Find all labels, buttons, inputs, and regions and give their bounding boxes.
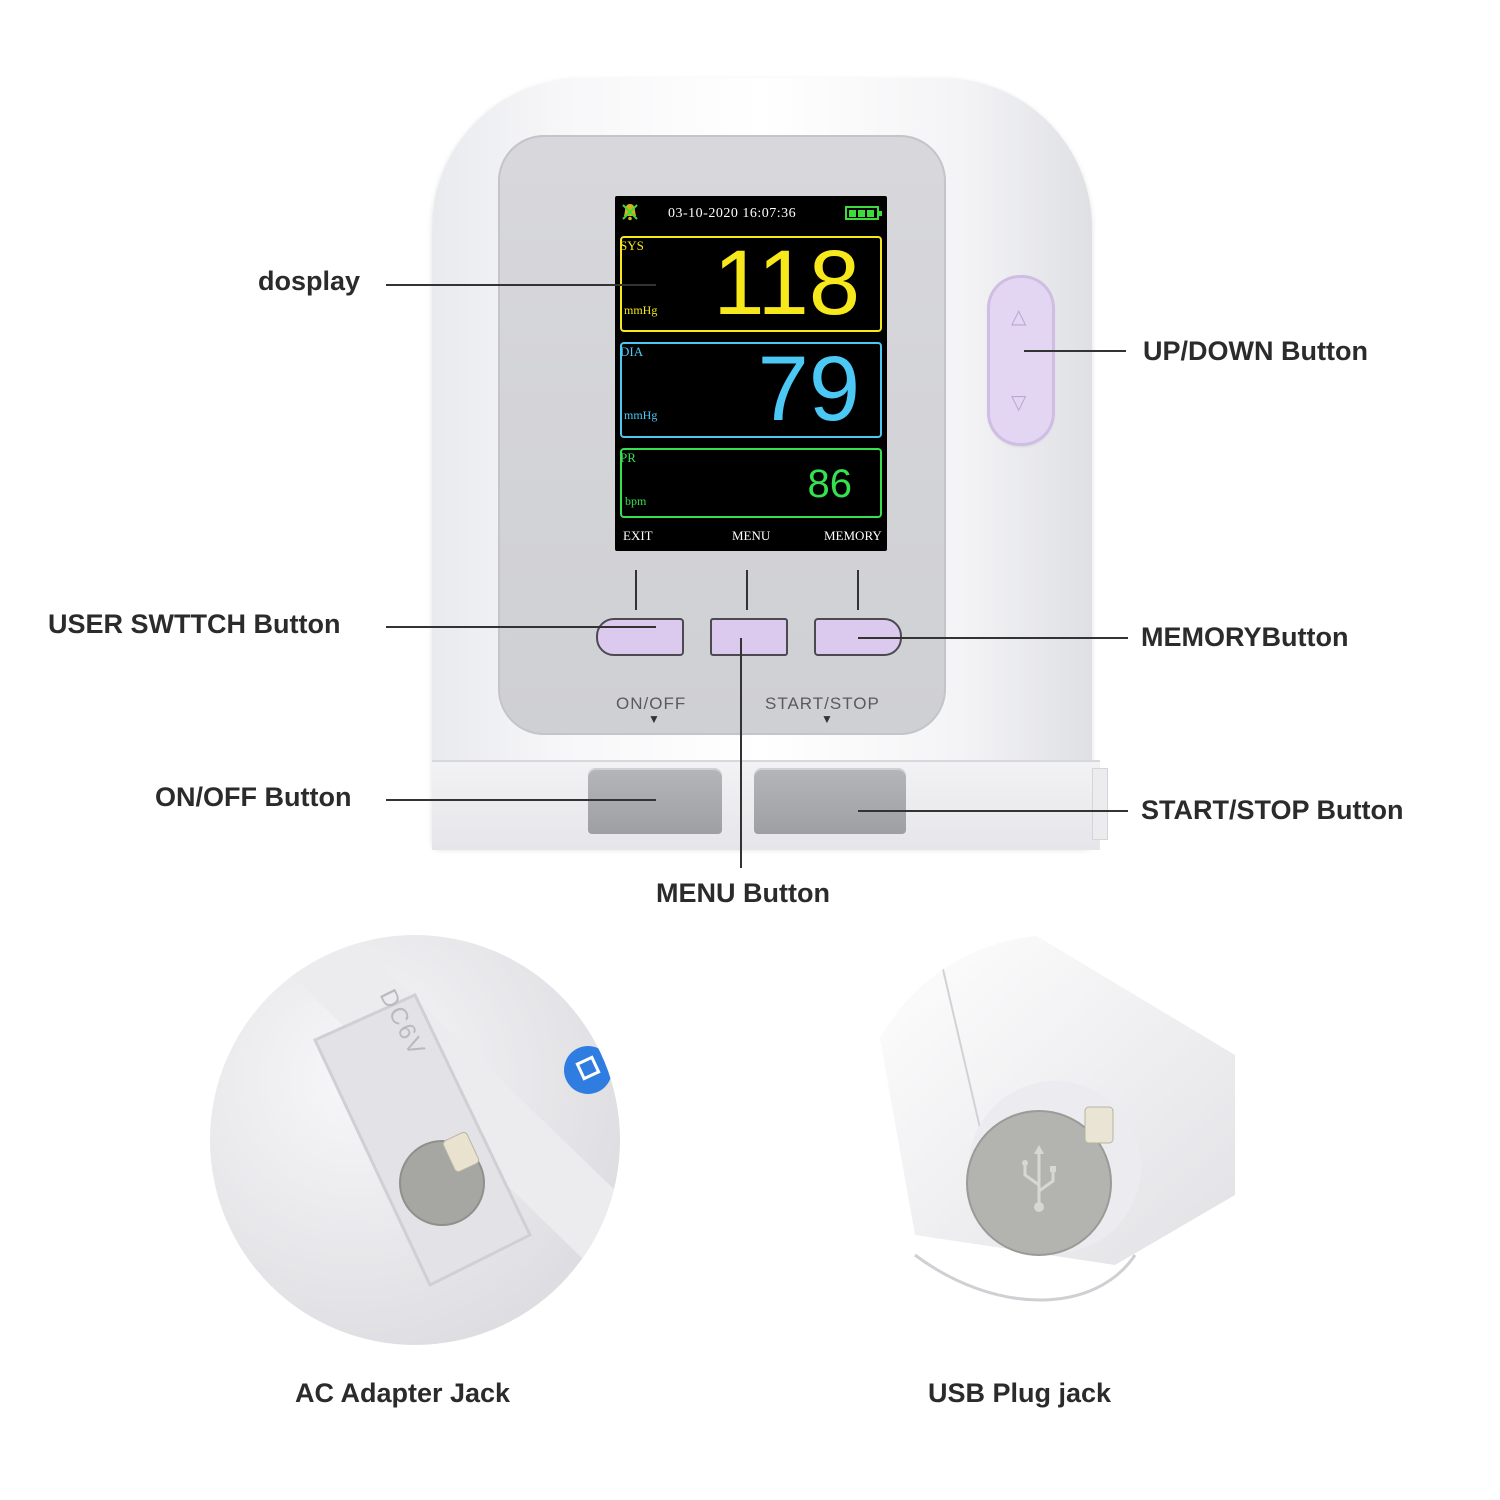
tick-mark: [857, 570, 859, 610]
dia-value: 79: [757, 338, 860, 440]
tick-mark: [635, 570, 637, 610]
usb-plug-jack-label: USB Plug jack: [928, 1378, 1112, 1408]
dia-box: [620, 342, 882, 438]
leader-line: [386, 799, 656, 801]
callout-start-stop: START/STOP Button: [1141, 795, 1404, 825]
leader-line: [740, 638, 742, 868]
start-stop-arrow-icon: ▼: [821, 712, 833, 726]
usb-jack-photo: [855, 935, 1255, 1335]
leader-line: [858, 637, 1128, 639]
display-screen: [615, 196, 887, 551]
ac-adapter-jack-label: AC Adapter Jack: [295, 1378, 511, 1408]
up-down-button[interactable]: △ ▽: [990, 278, 1052, 443]
sys-unit: mmHg: [624, 303, 658, 317]
user-switch-button[interactable]: [596, 618, 684, 656]
device-side-tab: [1092, 768, 1108, 840]
callout-display: dosplay: [258, 266, 361, 296]
ac-adapter-photo: [210, 935, 620, 1345]
softkey-memory: MEMORY: [824, 528, 882, 543]
leader-line: [1024, 350, 1126, 352]
tick-mark: [746, 570, 748, 610]
sys-value: 118: [713, 232, 860, 334]
start-stop-button[interactable]: [754, 768, 906, 834]
softkey-menu: MENU: [732, 528, 771, 543]
callout-up-down: UP/DOWN Button: [1143, 336, 1368, 366]
leader-line: [858, 810, 1128, 812]
callout-on-off: ON/OFF Button: [155, 782, 352, 812]
leader-line: [386, 626, 656, 628]
double-insulation-icon: [575, 1055, 601, 1081]
battery-icon: [845, 206, 882, 220]
on-off-button[interactable]: [588, 768, 722, 834]
usb-icon: [1022, 1145, 1056, 1212]
pr-value: 86: [807, 462, 853, 506]
dia-label: DIA: [620, 344, 644, 359]
dia-unit: mmHg: [624, 408, 658, 422]
alarm-off-icon: [622, 204, 638, 221]
on-off-arrow-icon: ▼: [648, 712, 660, 726]
on-off-panel-label: ON/OFF: [616, 694, 687, 713]
start-stop-panel-label: START/STOP: [765, 694, 880, 713]
sys-label: SYS: [620, 238, 644, 253]
pr-unit: bpm: [625, 494, 647, 508]
callout-user-switch: USER SWTTCH Button: [48, 609, 341, 639]
pr-label: PR: [620, 450, 636, 465]
softkey-exit: EXIT: [623, 528, 653, 543]
down-arrow-icon: ▽: [1011, 392, 1027, 414]
leader-line: [386, 284, 656, 286]
up-arrow-icon: △: [1011, 306, 1027, 328]
menu-button[interactable]: [710, 618, 788, 656]
screen-datetime: 03-10-2020 16:07:36: [668, 206, 797, 221]
pr-box: [620, 448, 882, 518]
callout-memory: MEMORYButton: [1141, 622, 1349, 652]
callout-menu: MENU Button: [656, 878, 830, 908]
